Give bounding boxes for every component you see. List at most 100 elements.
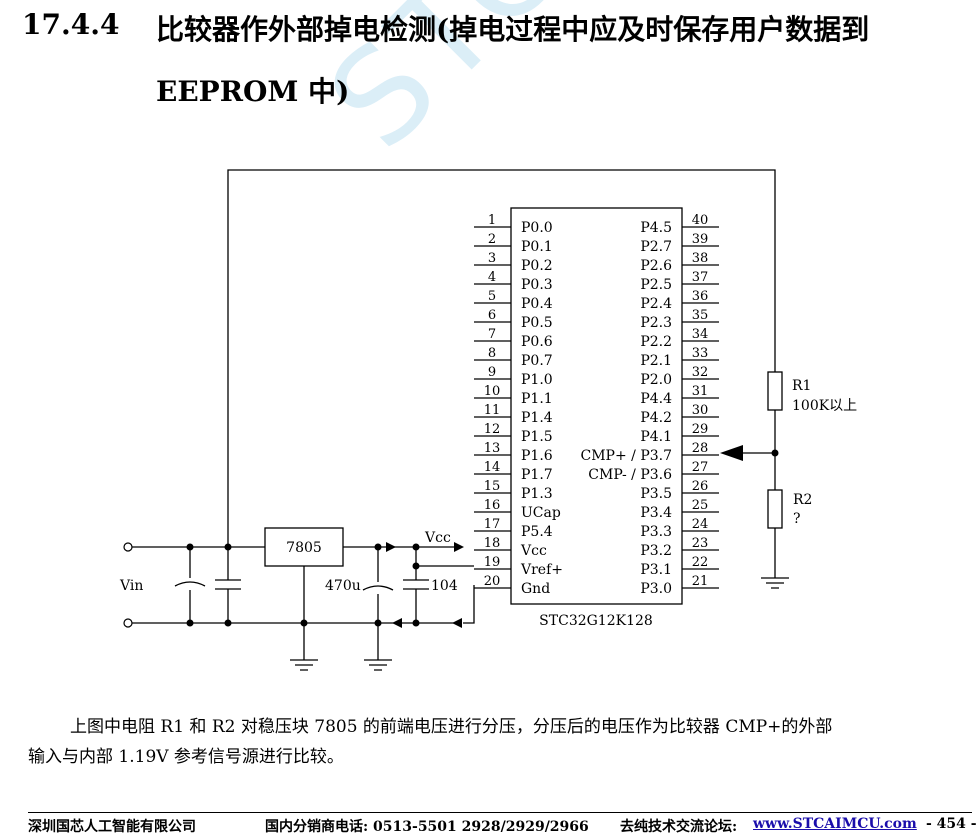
pin-label-33: P2.1: [640, 353, 672, 369]
pin-label-24: P3.3: [640, 524, 672, 540]
pin-label-7: P0.6: [521, 334, 553, 350]
regulator-label: 7805: [286, 540, 322, 556]
pin-label-19: Vref+: [520, 562, 563, 578]
chip-name: STC32G12K128: [539, 613, 653, 629]
vcc-label: Vcc: [424, 530, 451, 546]
pin-number-6: 6: [488, 308, 496, 323]
pin-number-40: 40: [692, 213, 709, 228]
pin-number-4: 4: [488, 270, 496, 285]
pin-number-5: 5: [488, 289, 496, 304]
r1-name: R1: [792, 378, 811, 394]
pin-number-14: 14: [484, 460, 501, 475]
pin-label-40: P4.5: [640, 220, 672, 236]
pin-label-35: P2.3: [640, 315, 672, 331]
chip-body: [510, 207, 683, 605]
pin-label-3: P0.2: [521, 258, 553, 274]
top-wire: [227, 169, 776, 547]
pin-label-28: CMP+ / P3.7: [581, 448, 673, 464]
pin-number-20: 20: [484, 574, 501, 589]
pin-number-13: 13: [484, 441, 501, 456]
pin-number-25: 25: [692, 498, 709, 513]
pin-number-1: 1: [488, 213, 496, 228]
section-title-line2: EEPROM 中): [156, 75, 350, 108]
pin-number-33: 33: [692, 346, 709, 361]
pin-number-17: 17: [484, 517, 501, 532]
pin-number-2: 2: [488, 232, 496, 247]
pin-label-37: P2.5: [640, 277, 672, 293]
pin-label-25: P3.4: [640, 505, 672, 521]
pin-number-15: 15: [484, 479, 501, 494]
pin-label-27: CMP- / P3.6: [588, 467, 672, 483]
pin-number-39: 39: [692, 232, 709, 247]
pin-number-7: 7: [488, 327, 496, 342]
resistor-r1: [767, 371, 783, 411]
pin-label-31: P4.4: [640, 391, 672, 407]
pin-label-18: Vcc: [520, 543, 547, 559]
pin-label-12: P1.5: [521, 429, 553, 445]
description-line2: 输入与内部 1.19V 参考信号源进行比较。: [28, 747, 344, 767]
pin-label-15: P1.3: [521, 486, 553, 502]
pin-number-28: 28: [692, 441, 709, 456]
footer-phone: 国内分销商电话: 0513-5501 2928/2929/2966: [265, 819, 589, 835]
r2-value: ?: [793, 511, 801, 527]
pin-number-38: 38: [692, 251, 709, 266]
pin-label-32: P2.0: [640, 372, 672, 388]
pin-number-12: 12: [484, 422, 501, 437]
pin-number-23: 23: [692, 536, 709, 551]
section-title-line1: 比较器作外部掉电检测(掉电过程中应及时保存用户数据到: [156, 13, 870, 46]
pin-number-35: 35: [692, 308, 709, 323]
pin-number-37: 37: [692, 270, 709, 285]
pin-number-36: 36: [692, 289, 709, 304]
pin-label-5: P0.4: [521, 296, 553, 312]
pin-label-23: P3.2: [640, 543, 672, 559]
footer-page-number: - 454 -: [926, 816, 977, 832]
pin-label-29: P4.1: [640, 429, 672, 445]
pin-label-8: P0.7: [521, 353, 553, 369]
pin-label-17: P5.4: [521, 524, 553, 540]
pin-number-8: 8: [488, 346, 496, 361]
cap-470u-label: 470u: [325, 578, 361, 594]
description: 上图中电阻 R1 和 R2 对稳压块 7805 的前端电压进行分压，分压后的电压…: [28, 712, 973, 772]
pin-label-38: P2.6: [640, 258, 672, 274]
pin-label-36: P2.4: [640, 296, 672, 312]
pin-label-21: P3.0: [640, 581, 672, 597]
pin-number-21: 21: [692, 574, 709, 589]
pin-label-1: P0.0: [521, 220, 553, 236]
pin-label-16: UCap: [521, 505, 561, 521]
pin-label-4: P0.3: [521, 277, 553, 293]
pin-label-34: P2.2: [640, 334, 672, 350]
pin-label-13: P1.6: [521, 448, 553, 464]
footer-forum-label: 去纯技术交流论坛:: [620, 819, 738, 835]
arrows: [386, 445, 743, 628]
pin-number-16: 16: [484, 498, 501, 513]
pin-number-27: 27: [692, 460, 709, 475]
pin-label-9: P1.0: [521, 372, 553, 388]
pin-number-24: 24: [692, 517, 709, 532]
pin-number-18: 18: [484, 536, 501, 551]
pin-number-31: 31: [692, 384, 709, 399]
description-line1: 上图中电阻 R1 和 R2 对稳压块 7805 的前端电压进行分压，分压后的电压…: [70, 717, 833, 737]
section-number: 17.4.4: [22, 8, 120, 41]
pin-number-34: 34: [692, 327, 709, 342]
pin-number-10: 10: [484, 384, 501, 399]
r1-value: 100K以上: [792, 398, 857, 414]
vin-label: Vin: [119, 578, 143, 594]
pin-label-14: P1.7: [521, 467, 553, 483]
pin-label-11: P1.4: [521, 410, 553, 426]
pin-label-20: Gnd: [521, 581, 550, 597]
pin-number-32: 32: [692, 365, 709, 380]
pin-label-2: P0.1: [521, 239, 553, 255]
pin-label-10: P1.1: [521, 391, 553, 407]
pin-number-26: 26: [692, 479, 709, 494]
pin-number-19: 19: [484, 555, 501, 570]
pin-label-30: P4.2: [640, 410, 672, 426]
pin-number-29: 29: [692, 422, 709, 437]
footer-rule: [28, 812, 972, 813]
pin-number-30: 30: [692, 403, 709, 418]
footer-forum-link[interactable]: www.STCAIMCU.com: [753, 816, 917, 832]
pin-number-22: 22: [692, 555, 709, 570]
pin-number-9: 9: [488, 365, 496, 380]
footer-company: 深圳国芯人工智能有限公司: [28, 819, 196, 835]
